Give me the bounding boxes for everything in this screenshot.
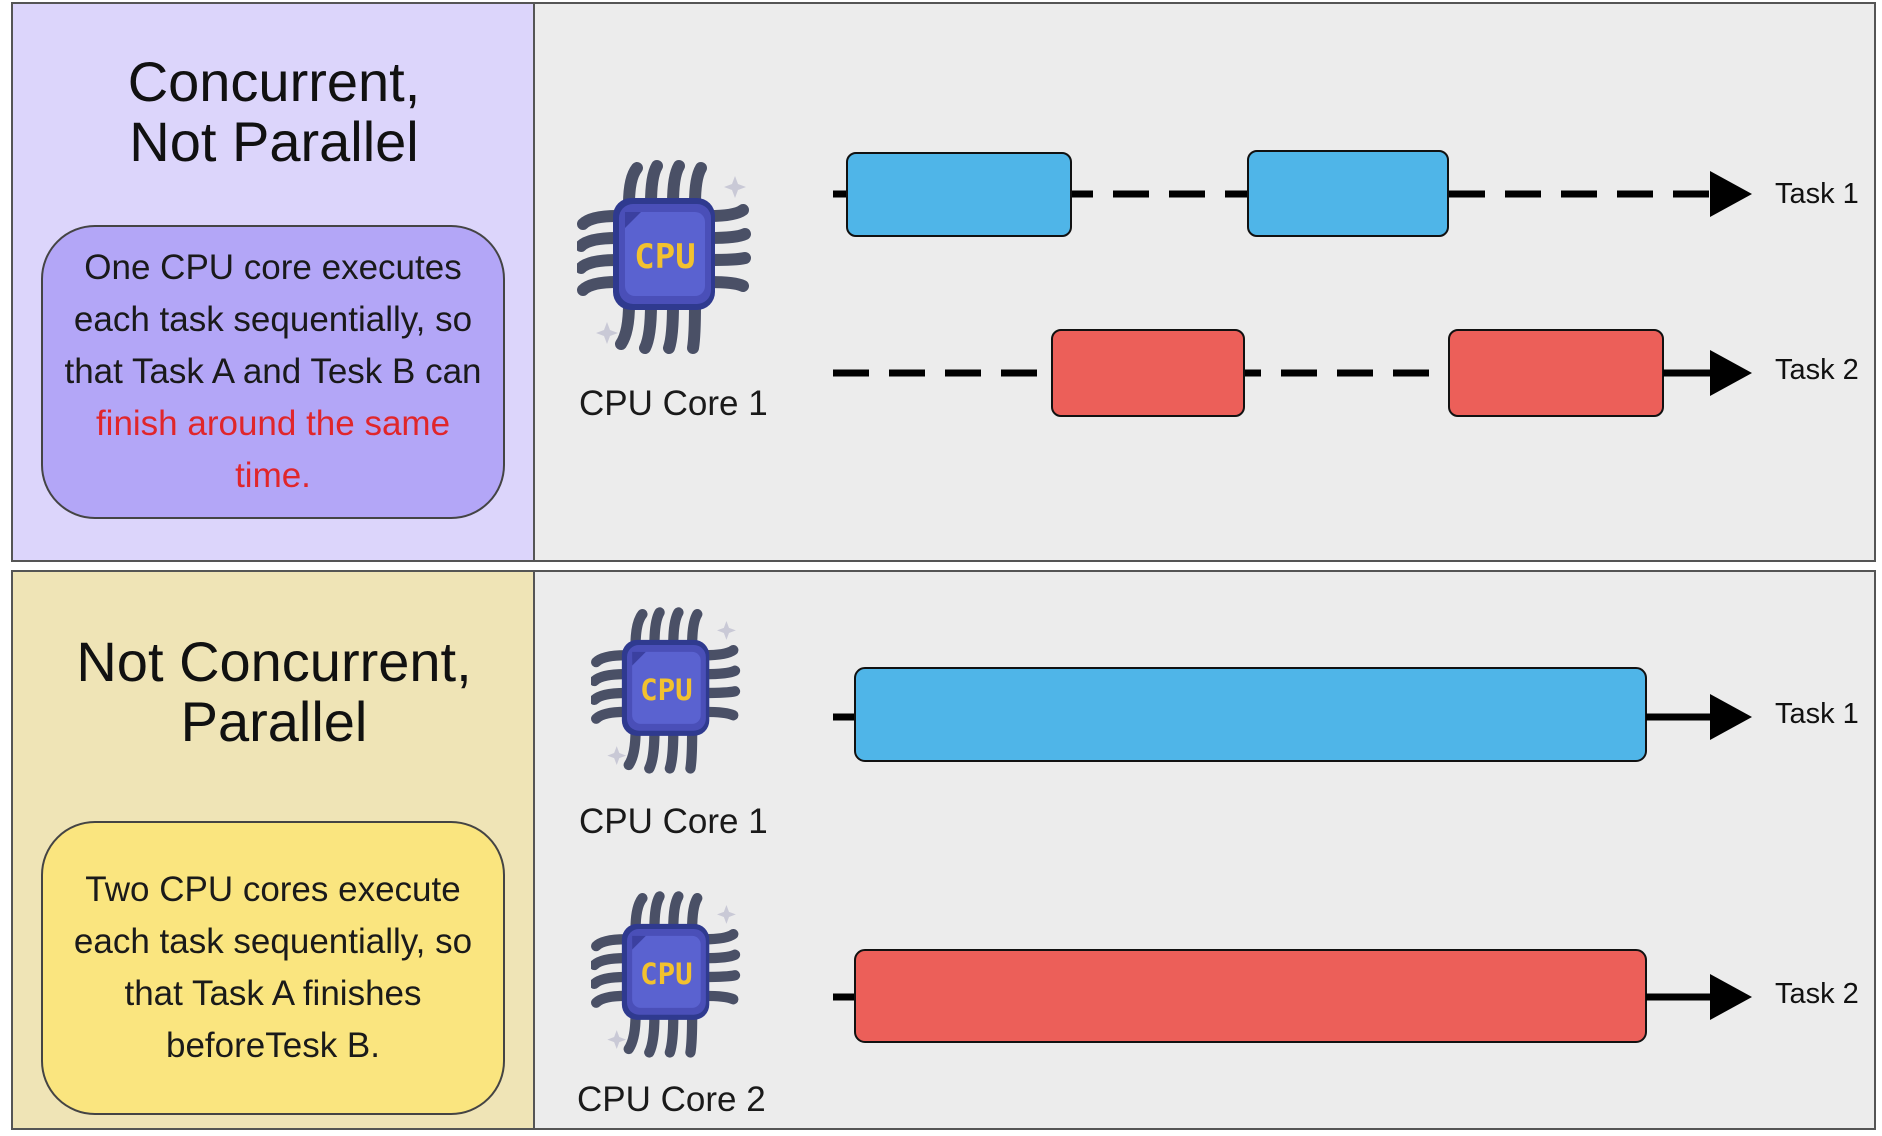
core-label-1: CPU Core 1 <box>579 802 768 841</box>
concurrent-panel: Concurrent, Not Parallel One CPU core ex… <box>11 2 1876 562</box>
task1-segment-1 <box>846 152 1072 237</box>
parallel-info: Not Concurrent, Parallel Two CPU cores e… <box>13 572 535 1128</box>
concurrent-timeline-area: CPU Core 1 Task 1 Task 2 <box>535 4 1874 560</box>
task1-arrowhead <box>1710 171 1752 217</box>
parallel-timeline-area: CPU Core 1 CPU Core 2 Task 1 Task 2 <box>535 572 1874 1128</box>
parallel-description: Two CPU cores execute each task sequenti… <box>41 821 505 1115</box>
task-label-1: Task 1 <box>1775 698 1859 730</box>
concurrent-timeline <box>833 150 1752 417</box>
task1-segment-2 <box>1247 150 1449 237</box>
concurrent-highlight: finish around the same time. <box>95 404 451 495</box>
task2-segment-1 <box>1051 329 1245 417</box>
task-label-2: Task 2 <box>1775 978 1859 1010</box>
task-label-1: Task 1 <box>1775 178 1859 210</box>
parallel-timeline <box>833 667 1752 1043</box>
parallel-panel: Not Concurrent, Parallel Two CPU cores e… <box>11 570 1876 1130</box>
task1-bar <box>854 667 1647 762</box>
concurrent-info: Concurrent, Not Parallel One CPU core ex… <box>13 4 535 560</box>
task2-arrowhead <box>1710 350 1752 396</box>
task1-arrowhead <box>1710 694 1752 740</box>
concurrent-description: One CPU core executes each task sequenti… <box>41 225 505 519</box>
task2-segment-2 <box>1448 329 1664 417</box>
task2-bar <box>854 949 1647 1043</box>
parallel-title: Not Concurrent, Parallel <box>76 630 472 753</box>
task2-arrowhead <box>1710 974 1752 1020</box>
concurrent-title: Concurrent, Not Parallel <box>127 50 421 173</box>
task-label-2: Task 2 <box>1775 354 1859 386</box>
core-label-2: CPU Core 2 <box>577 1080 766 1119</box>
core-label-1: CPU Core 1 <box>579 384 768 423</box>
